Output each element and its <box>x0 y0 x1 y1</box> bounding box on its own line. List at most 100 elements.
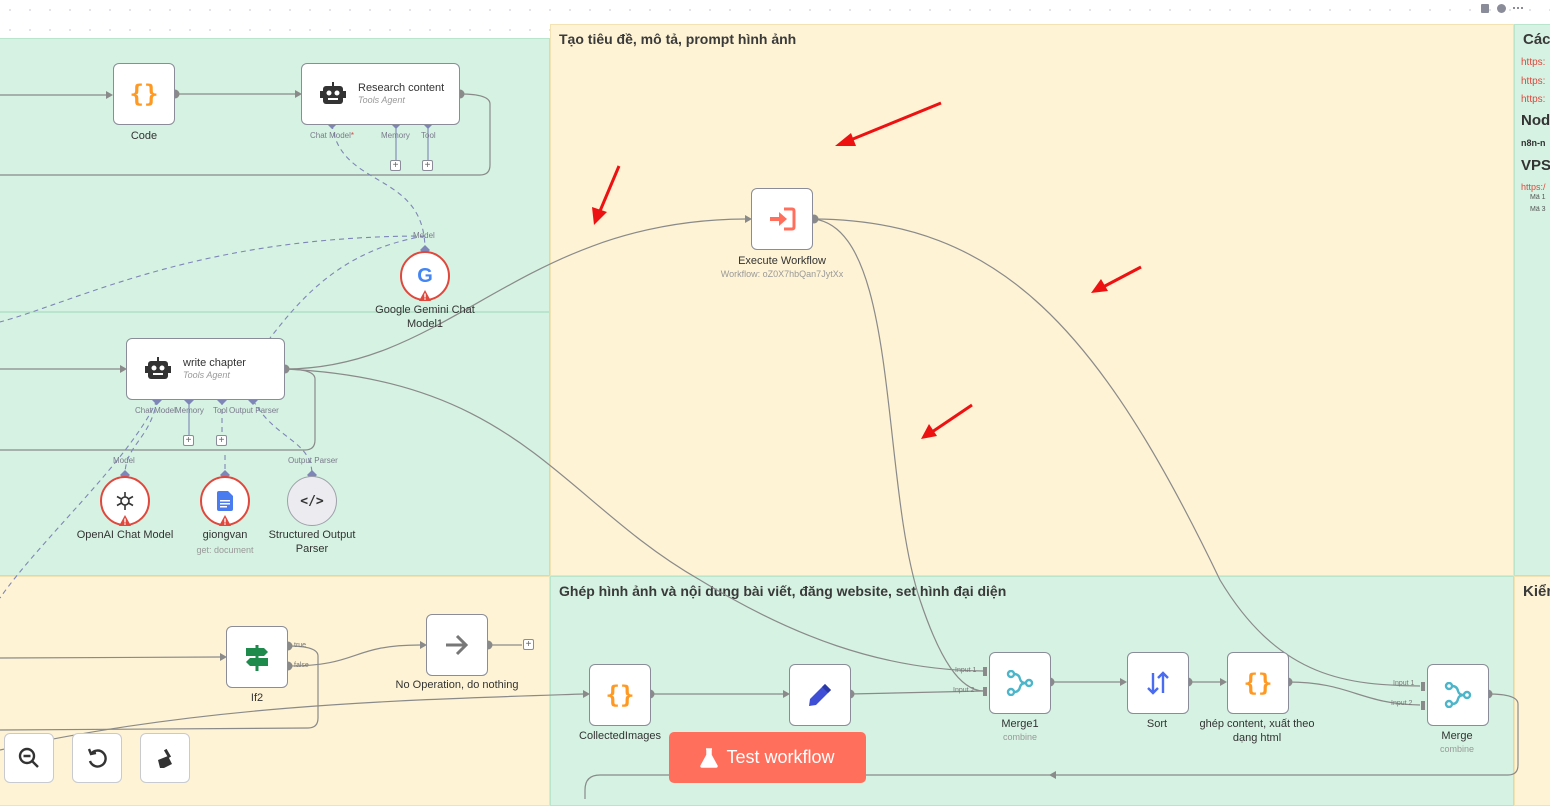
sort-node[interactable] <box>1127 652 1189 714</box>
signpost-icon <box>246 645 268 671</box>
sticky-right-top[interactable]: Các <box>1514 24 1550 576</box>
right-link-4[interactable]: https:/ <box>1521 182 1546 192</box>
merge1-port-input2: Input 2 <box>953 687 975 694</box>
ghep-content-node[interactable]: {} <box>1227 652 1289 714</box>
research-add-tool-button[interactable]: + <box>422 160 433 171</box>
research-content-node[interactable]: Research content Tools Agent <box>301 63 460 125</box>
write-add-memory-button[interactable]: + <box>183 435 194 446</box>
openai-port-model: Model <box>113 456 135 465</box>
test-workflow-button[interactable]: Test workflow <box>669 732 866 783</box>
zoom-out-icon <box>18 747 39 768</box>
arrow-right-icon <box>446 634 469 656</box>
sticky-right-bottom[interactable]: Kiểm <box>1514 576 1550 806</box>
execute-workflow-node[interactable] <box>751 188 813 250</box>
sticky-color-icon[interactable] <box>1497 4 1506 13</box>
robot-icon <box>143 354 173 384</box>
sort-arrows-icon <box>1147 671 1169 695</box>
merge-port-input2: Input 2 <box>1391 700 1413 707</box>
sticky-delete-icon[interactable] <box>1481 4 1489 13</box>
structured-label: Structured Output Parser <box>268 529 356 555</box>
merge-node[interactable] <box>1427 664 1489 726</box>
code-tag-icon: </> <box>300 493 324 509</box>
write-port-tool: Tool <box>213 406 228 415</box>
edit-fields-node[interactable] <box>789 664 851 726</box>
merge1-node[interactable] <box>989 652 1051 714</box>
code-braces-icon: {} <box>605 681 635 709</box>
right-heading-vps: VPS <box>1521 157 1550 174</box>
more-options-icon[interactable] <box>1513 7 1523 12</box>
ghep-label: ghép content, xuất theo dạng html <box>1199 718 1315 744</box>
merge-icon <box>1444 682 1472 708</box>
write-port-chat-model: Chat Model <box>135 406 176 415</box>
right-link-3[interactable]: https: <box>1521 94 1546 105</box>
sticky-prompt-title: Tạo tiêu đề, mô tả, prompt hình ảnh <box>559 31 797 47</box>
google-icon: G <box>417 264 433 287</box>
openai-label: OpenAI Chat Model <box>76 529 174 541</box>
gemini-port-model: Model <box>413 231 435 240</box>
robot-icon <box>318 79 348 109</box>
write-chapter-title: write chapter <box>183 357 246 369</box>
structured-output-parser-node[interactable]: </> <box>287 476 337 526</box>
write-port-memory: Memory <box>175 406 204 415</box>
warning-icon <box>219 515 231 526</box>
write-chapter-subtitle: Tools Agent <box>183 370 230 381</box>
merge-sublabel: combine <box>1439 744 1475 754</box>
research-add-memory-button[interactable]: + <box>390 160 401 171</box>
collected-label: CollectedImages <box>579 730 661 742</box>
collected-images-node[interactable]: {} <box>589 664 651 726</box>
test-workflow-label: Test workflow <box>726 747 835 767</box>
pencil-icon <box>809 684 831 706</box>
right-link-1[interactable]: https: <box>1521 57 1546 68</box>
warning-icon <box>119 515 131 526</box>
if2-label: If2 <box>250 692 264 704</box>
no-operation-node[interactable] <box>426 614 488 676</box>
execute-label: Execute Workflow <box>738 255 826 267</box>
sticky-prompt[interactable]: Tạo tiêu đề, mô tả, prompt hình ảnh <box>550 24 1514 576</box>
code-braces-icon: {} <box>1243 669 1273 697</box>
giongvan-node[interactable] <box>200 476 250 526</box>
zoom-out-button[interactable] <box>4 733 54 783</box>
if2-port-false: false <box>294 662 309 669</box>
research-port-memory: Memory <box>381 131 410 140</box>
merge-icon <box>1006 670 1034 696</box>
undo-icon <box>87 748 107 768</box>
google-docs-icon <box>217 491 233 511</box>
noop-label: No Operation, do nothing <box>395 679 519 691</box>
research-port-chat-model: Chat Model <box>310 131 354 140</box>
write-add-tool-button[interactable]: + <box>216 435 227 446</box>
execute-sublabel: Workflow: oZ0X7hbQan7JytXx <box>720 269 844 279</box>
merge1-sublabel: combine <box>1002 732 1038 742</box>
openai-node[interactable] <box>100 476 150 526</box>
code-label: Code <box>130 130 158 142</box>
noop-add-next-button[interactable]: + <box>523 639 534 650</box>
right-link-2[interactable]: https: <box>1521 76 1546 87</box>
write-port-output-parser: Output Parser <box>229 406 279 415</box>
broom-icon <box>158 748 172 768</box>
research-port-tool: Tool <box>421 131 436 140</box>
merge-label: Merge <box>1441 730 1473 742</box>
right-line-ma1: Mã 1 <box>1530 194 1546 201</box>
tidy-up-button[interactable] <box>140 733 190 783</box>
write-chapter-node[interactable]: write chapter Tools Agent <box>126 338 285 400</box>
flask-icon <box>700 747 719 768</box>
sort-label: Sort <box>1146 718 1168 730</box>
research-subtitle: Tools Agent <box>358 95 405 106</box>
reset-zoom-button[interactable] <box>72 733 122 783</box>
if2-node[interactable] <box>226 626 288 688</box>
gemini-label: Google Gemini Chat Model1 <box>375 304 475 330</box>
giongvan-label: giongvan <box>202 529 248 541</box>
warning-icon <box>419 290 431 301</box>
sticky-research[interactable] <box>0 38 550 312</box>
code-node[interactable]: {} <box>113 63 175 125</box>
code-braces-icon: {} <box>129 80 159 108</box>
research-title: Research content <box>358 82 445 94</box>
openai-icon <box>116 492 134 510</box>
right-text-n8n: n8n-n <box>1521 138 1546 148</box>
merge1-port-input1: Input 1 <box>955 667 977 674</box>
sticky-right-top-title: Các <box>1523 31 1550 48</box>
right-heading-node: Nod <box>1521 112 1550 129</box>
giongvan-sublabel: get: document <box>196 545 254 555</box>
sticky-right-bottom-title: Kiểm <box>1523 583 1550 600</box>
gemini-node[interactable]: G <box>400 251 450 301</box>
merge-port-input1: Input 1 <box>1393 680 1415 687</box>
